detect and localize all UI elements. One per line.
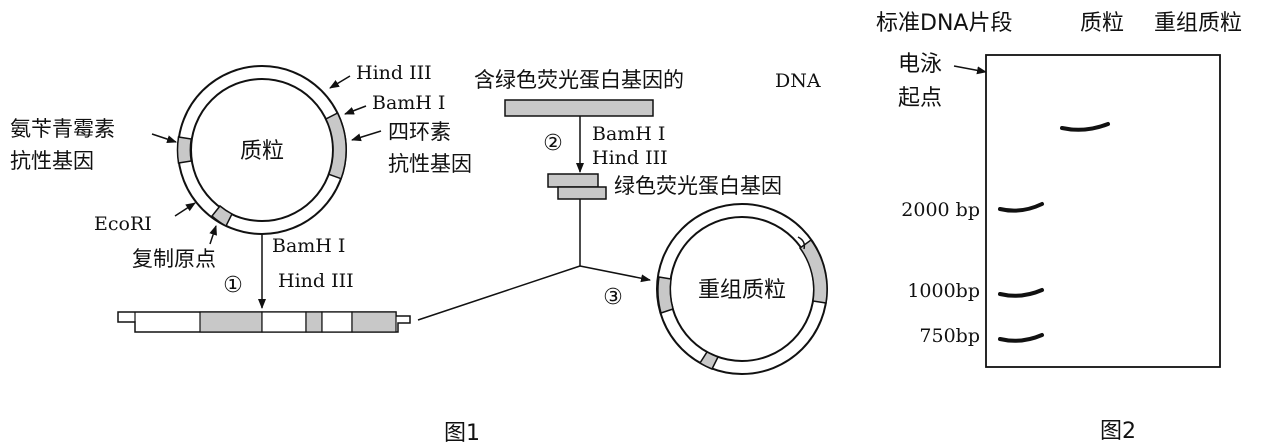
step3-number: ③ <box>603 285 623 310</box>
dna-source-suffix: DNA <box>775 70 821 92</box>
marker-label-2000: 2000 bp <box>901 199 980 221</box>
figure1-caption: 图1 <box>444 421 480 446</box>
linear-tet-segment <box>351 311 397 333</box>
recombinant-center-label: 重组质粒 <box>698 278 786 303</box>
step2-number: ② <box>543 131 563 156</box>
tet-gene-arrow <box>351 130 382 142</box>
bamhi-arrow <box>344 105 367 115</box>
gene-fragment-top <box>547 173 599 188</box>
recombinant-plasmid: 重组质粒 <box>656 203 828 375</box>
amp-gene-label-line2: 抗性基因 <box>10 149 94 173</box>
gene-fragment-label: 绿色荧光蛋白基因 <box>614 174 782 198</box>
band-plasmid <box>1060 122 1110 132</box>
lane-header-plasmid: 质粒 <box>1080 11 1124 36</box>
figure-2: 标准DNA片段 质粒 重组质粒 电泳 起点 2000 bp 1000bp 750… <box>876 11 1242 444</box>
step1-enzyme1: BamH I <box>272 235 345 257</box>
recombinant-amp-segment <box>657 276 674 314</box>
insertion-notch <box>797 236 806 250</box>
vector-join-line <box>417 265 581 321</box>
amp-resistance-gene-segment <box>176 136 193 164</box>
plasmid-center-label: 质粒 <box>240 139 284 164</box>
replication-origin-segment <box>210 204 233 228</box>
gene-fragment-bottom <box>557 186 607 200</box>
marker-label-1000: 1000bp <box>907 280 980 302</box>
linear-amp-segment <box>199 311 263 333</box>
tet-gene-label-line1: 四环素 <box>388 120 451 144</box>
hindiii-site-label: Hind III <box>356 62 432 84</box>
lane-header-standard: 标准DNA片段 <box>876 11 1012 36</box>
dna-source-label: 含绿色荧光蛋白基因的 <box>474 68 684 92</box>
step2-enzyme1: BamH I <box>592 123 665 145</box>
step2-enzyme2: Hind III <box>592 147 668 169</box>
ori-arrow <box>209 225 217 245</box>
linear-segment-2 <box>261 311 307 333</box>
band-standard-1000 <box>998 288 1044 298</box>
ori-label: 复制原点 <box>132 247 216 271</box>
linearized-plasmid <box>117 311 411 333</box>
linear-ori-segment <box>305 311 323 333</box>
amp-gene-arrow <box>151 133 177 143</box>
step1-number: ① <box>223 273 243 298</box>
origin-arrow <box>953 65 987 75</box>
figure2-caption: 图2 <box>1100 419 1136 444</box>
band-standard-2000 <box>998 202 1044 213</box>
step1-enzyme2: Hind III <box>278 270 354 292</box>
amp-gene-label-line1: 氨苄青霉素 <box>10 117 115 141</box>
recombinant-insert-segment <box>798 238 828 304</box>
origin-label-line1: 电泳 <box>898 52 942 77</box>
hindiii-arrow <box>329 75 351 89</box>
marker-label-750: 750bp <box>919 325 980 347</box>
tet-resistance-gene-segment <box>324 111 347 180</box>
plasmid: 质粒 <box>176 65 347 235</box>
origin-label-line2: 起点 <box>898 86 942 111</box>
ecori-site-label: EcoRI <box>94 213 152 235</box>
ecori-arrow <box>174 202 196 217</box>
linear-segment-4 <box>321 311 353 333</box>
step3-arrow <box>579 265 651 283</box>
bamhi-site-label: BamH I <box>372 92 445 114</box>
dna-source-bar <box>504 99 654 117</box>
recombinant-ori-segment <box>698 350 720 370</box>
lane-header-recombinant: 重组质粒 <box>1154 11 1242 36</box>
band-standard-750 <box>998 333 1044 343</box>
figure-1: 质粒 Hind III BamH I 四环素 抗性基因 氨苄青霉素 抗性基因 E… <box>10 62 828 446</box>
tet-gene-label-line2: 抗性基因 <box>388 152 472 176</box>
